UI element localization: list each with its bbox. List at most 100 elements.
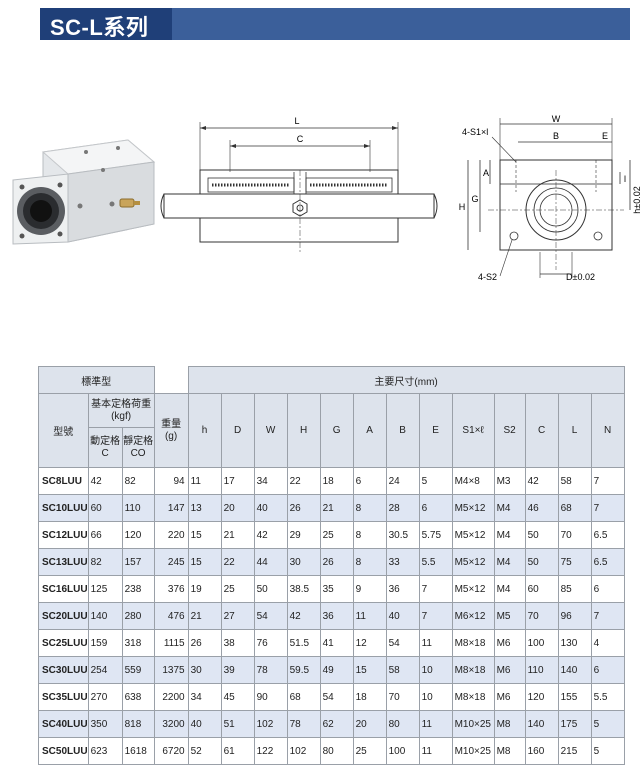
dim-label-E: E — [602, 131, 608, 141]
table-cell: 36 — [319, 602, 354, 630]
table-cell: 122 — [253, 737, 288, 765]
table-cell: 39 — [220, 656, 255, 684]
table-cell: 15 — [187, 548, 222, 576]
header-load-label: 基本定格荷重 — [91, 398, 152, 410]
table-cell: M3 — [493, 467, 526, 495]
spec-table: 標準型 主要尺寸(mm) 型號 基本定格荷重 (kgf) 重量 (g) h D … — [38, 366, 625, 765]
header-load-unit: (kgf) — [111, 410, 132, 422]
table-cell: 102 — [253, 710, 288, 738]
table-cell: 51.5 — [286, 629, 321, 657]
table-cell: 140 — [524, 710, 559, 738]
table-cell: 1618 — [121, 737, 155, 765]
table-cell: 22 — [220, 548, 255, 576]
table-cell: M6×12 — [451, 602, 495, 630]
header-dynamic-label: 動定格 — [90, 435, 121, 447]
table-cell: M4 — [493, 494, 526, 522]
model-cell: SC10LUU — [38, 494, 89, 522]
table-cell: 40 — [385, 602, 420, 630]
table-cell: 20 — [352, 710, 387, 738]
table-cell: 78 — [286, 710, 321, 738]
table-cell: 30 — [286, 548, 321, 576]
table-cell: 44 — [253, 548, 288, 576]
table-cell: 12 — [352, 629, 387, 657]
table-cell: 36 — [385, 575, 420, 603]
table-cell: 38.5 — [286, 575, 321, 603]
dim-label-l: l — [624, 174, 626, 184]
table-cell: 8 — [352, 521, 387, 549]
table-cell: 60 — [524, 575, 559, 603]
table-cell: 18 — [352, 683, 387, 711]
table-cell: 120 — [121, 521, 155, 549]
header-static-symbol: CO — [130, 447, 146, 459]
table-cell: 50 — [524, 521, 559, 549]
table-cell: 58 — [385, 656, 420, 684]
table-cell: 110 — [524, 656, 559, 684]
table-cell: M6 — [493, 629, 526, 657]
table-cell: 68 — [557, 494, 592, 522]
table-cell: 11 — [418, 629, 453, 657]
table-cell: 120 — [524, 683, 559, 711]
model-cell: SC35LUU — [38, 683, 89, 711]
table-cell: 82 — [87, 548, 123, 576]
header-weight-label: 重量 — [161, 418, 182, 430]
table-cell: M6 — [493, 656, 526, 684]
model-cell: SC12LUU — [38, 521, 89, 549]
model-cell: SC30LUU — [38, 656, 89, 684]
table-cell: 42 — [253, 521, 288, 549]
table-cell: 51 — [220, 710, 255, 738]
dim-label-H: H — [459, 202, 466, 212]
table-cell: 155 — [557, 683, 592, 711]
dim-label-W: W — [552, 114, 561, 124]
table-cell: 254 — [87, 656, 123, 684]
model-cell: SC8LUU — [38, 467, 89, 495]
table-cell: 26 — [319, 548, 354, 576]
table-cell: 6 — [418, 494, 453, 522]
table-cell: 52 — [187, 737, 222, 765]
table-cell: 15 — [352, 656, 387, 684]
table-cell: 100 — [385, 737, 420, 765]
dim-label-G: G — [471, 194, 478, 204]
table-cell: 35 — [319, 575, 354, 603]
table-cell: 9 — [352, 575, 387, 603]
table-cell: 7 — [590, 467, 625, 495]
table-cell: 7 — [590, 602, 625, 630]
table-cell: 11 — [187, 467, 222, 495]
table-cell: 66 — [87, 521, 123, 549]
table-cell: 100 — [524, 629, 559, 657]
table-cell: M4 — [493, 521, 526, 549]
table-cell: 5 — [418, 467, 453, 495]
table-cell: M8 — [493, 710, 526, 738]
table-cell: 160 — [524, 737, 559, 765]
table-cell: 94 — [153, 467, 189, 495]
title-tab — [40, 8, 172, 40]
table-cell: 21 — [187, 602, 222, 630]
table-cell: 270 — [87, 683, 123, 711]
table-cell: 62 — [319, 710, 354, 738]
table-cell: 25 — [220, 575, 255, 603]
header-weight-unit: (g) — [164, 430, 178, 442]
table-cell: 5 — [590, 737, 625, 765]
table-cell: 5 — [590, 710, 625, 738]
table-cell: 70 — [557, 521, 592, 549]
table-cell: 30.5 — [385, 521, 420, 549]
model-cell: SC16LUU — [38, 575, 89, 603]
table-cell: 54 — [385, 629, 420, 657]
table-cell: 42 — [87, 467, 123, 495]
header-dim-B: B — [385, 393, 420, 468]
header-dim-S1: S1×ℓ — [451, 393, 495, 468]
table-cell: 80 — [319, 737, 354, 765]
table-cell: M4 — [493, 548, 526, 576]
table-cell: 175 — [557, 710, 592, 738]
table-cell: 11 — [418, 710, 453, 738]
model-cell: SC20LUU — [38, 602, 89, 630]
table-cell: 6 — [590, 575, 625, 603]
table-cell: 29 — [286, 521, 321, 549]
table-cell: 42 — [524, 467, 559, 495]
table-cell: 61 — [220, 737, 255, 765]
table-cell: 49 — [319, 656, 354, 684]
table-cell: 75 — [557, 548, 592, 576]
table-cell: 5.75 — [418, 521, 453, 549]
